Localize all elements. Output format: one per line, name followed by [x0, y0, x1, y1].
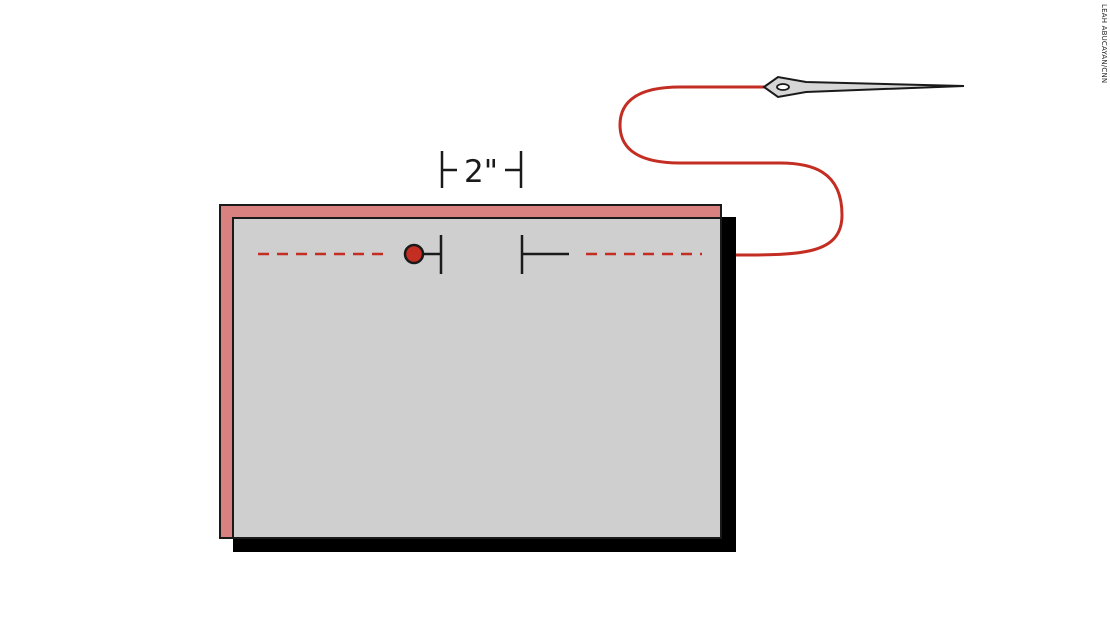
pin-marker-icon: [403, 243, 425, 265]
gap-marker-left: [423, 235, 443, 274]
measurement-indicator: 2": [440, 151, 523, 190]
measurement-label: 2": [464, 154, 498, 190]
image-credit: LEAH ABUCAYAN/CNN: [1100, 4, 1108, 84]
thread: [618, 85, 844, 257]
sewing-needle-icon: [762, 75, 965, 99]
fabric-front-layer: [232, 217, 722, 539]
gap-marker-right: [520, 235, 569, 274]
